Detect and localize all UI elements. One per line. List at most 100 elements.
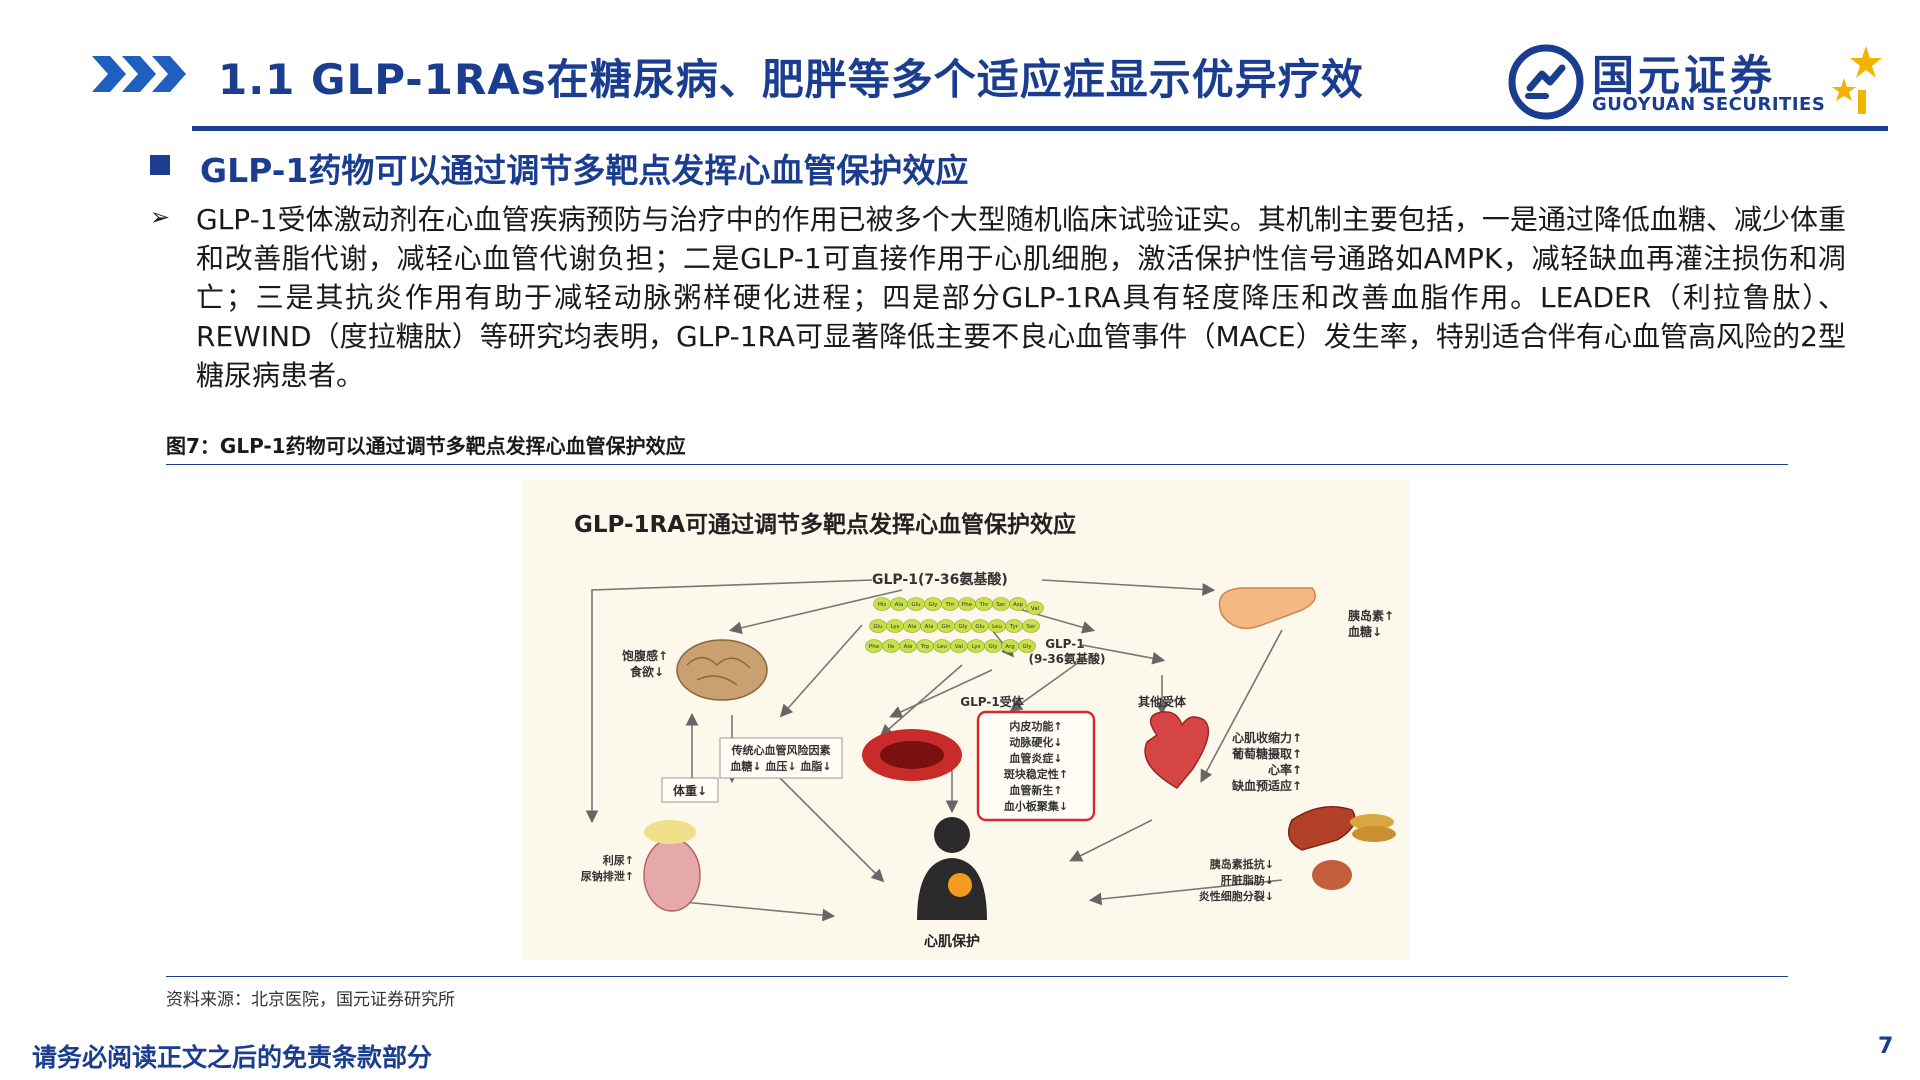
weight-box [661,777,719,803]
glp1-label: GLP-1(7-36氨基酸) [872,571,1008,588]
risk-factor-box [719,737,843,779]
amino-acid-label: Lys [891,624,900,630]
vascular-effects-label: 内皮功能↑ 动脉硬化↓ 血管炎症↓ 斑块稳定性↑ 血管新生↑ 血小板聚集↓ [1004,719,1068,813]
outcome-label: 心肌保护 [924,933,980,950]
amino-acid-label: Ala [925,624,934,630]
liver-effect-line: 胰岛素抵抗↓ [1209,857,1274,871]
amino-acid-label: Glu [873,624,882,630]
amino-acid-label: Thr [944,602,955,608]
kidney-effect-line: 尿钠排泄↑ [581,869,634,883]
amino-acid-label: Ile [888,644,895,650]
liver-effect-label: 胰岛素抵抗↓ 肝脏脂肪↓ 炎性细胞分裂↓ [1199,857,1274,903]
logo-emblem-icon [1508,44,1584,120]
title-chevron-icon [92,56,186,92]
page-title: 1.1 GLP-1RAs在糖尿病、肥胖等多个适应症显示优异疗效 [218,55,1364,104]
risk-line-2: 血糖↓ 血压↓ 血脂↓ [730,759,831,773]
title-divider [192,126,1888,131]
heart-effects-label: 心肌收缩力↑葡萄糖摄取↑心率↑缺血预适应↑ [1231,730,1302,793]
heart-effect-line: 心肌收缩力↑ [1232,730,1302,745]
brain-effect-label: 饱腹感↑ 食欲↓ [622,648,668,679]
amino-acid-label: Ala [908,624,917,630]
weight-label: 体重↓ [673,783,707,798]
kidney-effect-line: 利尿↑ [603,853,634,867]
figure-caption: 图7：GLP-1药物可以通过调节多靶点发挥心血管保护效应 [166,434,686,458]
amino-acid-label: Phe [869,644,880,650]
disclaimer-text: 请务必阅读正文之后的免责条款部分 [32,1043,433,1072]
heart-icon [1144,711,1210,789]
metabolite-line-2: (9-36氨基酸) [1029,651,1106,666]
amino-acid-label: Val [1031,606,1040,612]
pancreas-icon [1218,587,1317,630]
liver-effect-line: 肝脏脂肪↓ [1221,873,1274,887]
heart-effect-line: 心率↑ [1268,762,1302,777]
metabolite-line-1: GLP-1 [1045,637,1084,651]
amino-acid-label: Ser [996,602,1006,608]
amino-acid-label: Trp [920,644,930,650]
amino-acid-label: Tyr [1009,624,1019,630]
arrow-bullet-icon: ➢ [150,203,171,231]
vascular-effect-line: 动脉硬化↓ [1009,735,1062,749]
pancreas-line-2: 血糖↓ [1348,624,1382,639]
amino-acid-label: Gly [1022,644,1032,650]
amino-acid-label: Leu [937,644,947,650]
heart-effect-line: 缺血预适应↑ [1232,778,1302,793]
amino-acid-label: Ala [904,644,913,650]
amino-acid-label: Gly [958,624,968,630]
amino-acid-label: Arg [1005,644,1014,650]
vascular-effect-line: 内皮功能↑ [1009,719,1062,733]
risk-line-1: 传统心血管风险因素 [731,743,831,757]
vascular-effect-line: 血管炎症↓ [1009,751,1062,765]
source-note: 资料来源：北京医院，国元证券研究所 [166,990,455,1010]
amino-acid-label: Thr [978,602,989,608]
liver-effect-line: 炎性细胞分裂↓ [1199,889,1274,903]
amino-acid-label: Lys [972,644,981,650]
amino-acid-label: Phe [962,602,973,608]
glp1-metabolite-label: GLP-1 (9-36氨基酸) [1029,637,1106,666]
amino-acid-label: Glu [975,624,984,630]
amino-acid-label: Ser [1026,624,1036,630]
amino-acid-label: Val [955,644,964,650]
amino-acid-label: Leu [992,624,1002,630]
amino-acid-bead [1009,597,1027,611]
pancreas-effect-label: 胰岛素↑ 血糖↓ [1348,608,1394,639]
vascular-effect-line: 斑块稳定性↑ [1004,767,1068,781]
risk-factor-label: 传统心血管风险因素 血糖↓ 血压↓ 血脂↓ [730,743,831,773]
vascular-effect-line: 血管新生↑ [1009,783,1062,797]
section-heading: GLP-1药物可以通过调节多靶点发挥心血管保护效应 [200,151,969,190]
kidney-effect-label: 利尿↑ 尿钠排泄↑ [581,853,634,883]
glp1-receptor-label: GLP-1受体 [960,694,1024,709]
vascular-effects-box [976,710,1096,822]
amino-acid-label: Asp [1013,602,1024,608]
human-torso-icon [917,817,987,920]
liver-icon [1288,805,1356,851]
brain-line-1: 饱腹感↑ [622,648,668,663]
kidney-icon [643,838,701,912]
amino-acid-label: Gly [928,602,938,608]
brain-icon [676,639,768,701]
amino-acid-label: Gln [941,624,951,630]
amino-acid-label: Ala [895,602,904,608]
amino-acid-label: Glu [911,602,920,608]
diagram-canvas: GLP-1RA可通过调节多靶点发挥心血管保护效应 GLP-1(7-36氨基酸) … [574,511,1396,950]
diagram-title: GLP-1RA可通过调节多靶点发挥心血管保护效应 [574,511,1076,538]
amino-acid-bead [1026,601,1044,615]
vascular-effect-line: 血小板聚集↓ [1004,799,1068,813]
amino-acid-bead [1018,639,1036,653]
other-receptor-label: 其他受体 [1138,694,1187,709]
section-bullet-icon [150,155,170,175]
page-number: 7 [1878,1034,1894,1059]
logo-star-icon [1832,46,1882,114]
pancreas-line-1: 胰岛素↑ [1348,608,1394,623]
brain-line-2: 食欲↓ [629,664,664,679]
logo-chinese-name: 国元证券 [1592,51,1777,100]
heart-effect-line: 葡萄糖摄取↑ [1231,746,1302,761]
body-paragraph: GLP-1受体激动剂在心血管疾病预防与治疗中的作用已被多个大型随机临床试验证实。… [196,203,1846,392]
amino-acid-label: His [878,602,887,608]
figure-top-rule [166,464,1788,465]
company-logo [1508,40,1888,124]
figure-bottom-rule [166,976,1788,977]
amino-acid-bead [1022,619,1040,633]
amino-acid-label: Gly [988,644,998,650]
logo-english-name: GUOYUAN SECURITIES [1592,94,1826,115]
